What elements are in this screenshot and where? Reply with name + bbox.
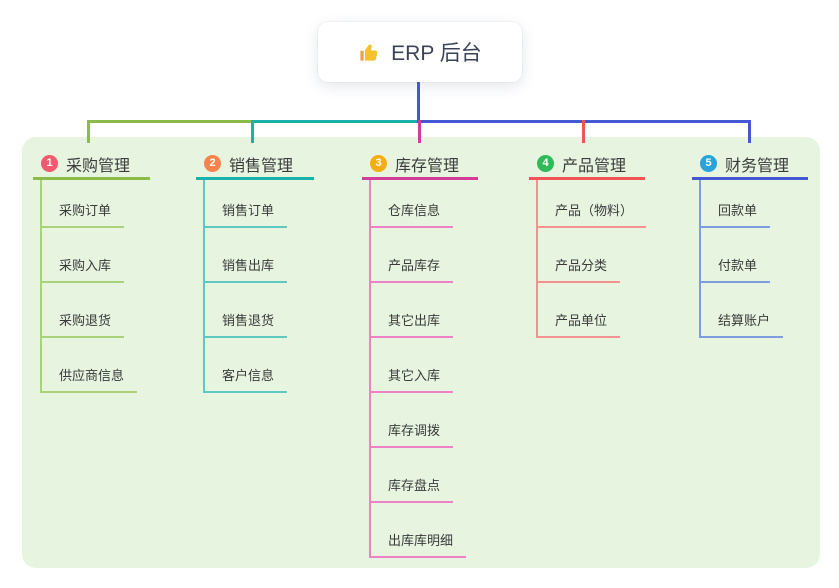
child-node[interactable]: 产品库存 [371,255,454,283]
child-node[interactable]: 供应商信息 [42,365,138,393]
child-row: 产品库存 [371,228,466,283]
branch-connector-line [87,120,90,143]
branch-title-label: 产品管理 [562,157,627,175]
child-node[interactable]: 采购退货 [42,310,125,338]
branch-title[interactable]: 2 销售管理 [196,150,314,180]
child-node[interactable]: 库存盘点 [371,475,454,503]
branch-children: 产品（物料） 产品分类产品单位 [536,180,647,338]
child-node[interactable]: 产品（物料） [538,200,647,228]
child-node[interactable]: 回款单 [701,200,771,228]
child-row: 产品分类 [538,228,646,283]
connector-line [251,120,420,123]
child-node[interactable]: 采购订单 [42,200,125,228]
mindmap-panel [22,137,820,568]
child-node[interactable]: 销售退货 [205,310,288,338]
child-node[interactable]: 销售出库 [205,255,288,283]
branch-number-badge: 4 [537,155,554,172]
child-node[interactable]: 产品分类 [538,255,621,283]
branch-number-badge: 3 [370,155,387,172]
branch-connector-line [251,120,254,143]
child-row: 销售订单 [205,180,288,228]
child-row: 其它入库 [371,338,466,393]
child-node[interactable]: 结算账户 [701,310,784,338]
branch: 4 产品管理产品（物料） 产品分类产品单位 [529,150,647,338]
branch-title-label: 销售管理 [229,157,294,175]
child-row: 出库库明细 [371,503,467,558]
child-node[interactable]: 仓库信息 [371,200,454,228]
child-node[interactable]: 库存调拨 [371,420,454,448]
child-row: 库存调拨 [371,393,466,448]
branch-title-label: 财务管理 [725,157,790,175]
child-row: 结算账户 [701,283,784,338]
branch-connector-line [582,120,585,143]
thumbs-up-icon [358,41,381,64]
child-node[interactable]: 出库库明细 [371,530,467,558]
child-row: 付款单 [701,228,783,283]
branch-title-label: 采购管理 [66,157,131,175]
branch: 3 库存管理仓库信息产品库存其它出库其它入库库存调拨库存盘点出库库明细 [362,150,478,558]
child-row: 产品单位 [538,283,646,338]
root-node[interactable]: ERP 后台 [318,22,522,82]
branch-children: 仓库信息产品库存其它出库其它入库库存调拨库存盘点出库库明细 [369,180,467,558]
branch-title[interactable]: 3 库存管理 [362,150,478,180]
child-row: 其它出库 [371,283,466,338]
branch-title[interactable]: 5 财务管理 [692,150,808,180]
child-row: 回款单 [701,180,783,228]
child-row: 销售出库 [205,228,288,283]
branch-children: 回款单付款单结算账户 [699,180,784,338]
child-row: 产品（物料） [538,180,647,228]
child-row: 采购入库 [42,228,137,283]
child-row: 库存盘点 [371,448,466,503]
child-row: 仓库信息 [371,180,466,228]
branch-children: 采购订单采购入库采购退货供应商信息 [40,180,138,393]
child-row: 销售退货 [205,283,288,338]
child-node[interactable]: 产品单位 [538,310,621,338]
root-label: ERP 后台 [391,42,482,65]
child-node[interactable]: 其它出库 [371,310,454,338]
branch-number-badge: 2 [204,155,221,172]
branch-title[interactable]: 1 采购管理 [33,150,150,180]
branch-number-badge: 5 [700,155,717,172]
branch-children: 销售订单销售出库销售退货客户信息 [203,180,288,393]
branch-connector-line [748,120,751,143]
child-row: 客户信息 [205,338,288,393]
child-node[interactable]: 销售订单 [205,200,288,228]
branch: 5 财务管理回款单付款单结算账户 [692,150,808,338]
child-row: 供应商信息 [42,338,138,393]
branch-connector-line [418,120,421,143]
root-connector-line [417,82,420,122]
branch: 1 采购管理采购订单采购入库采购退货供应商信息 [33,150,150,393]
branch-title[interactable]: 4 产品管理 [529,150,645,180]
child-node[interactable]: 其它入库 [371,365,454,393]
child-row: 采购订单 [42,180,137,228]
branch-number-badge: 1 [41,155,58,172]
branch: 2 销售管理销售订单销售出库销售退货客户信息 [196,150,314,393]
connector-line [87,120,254,123]
child-row: 采购退货 [42,283,137,338]
child-node[interactable]: 付款单 [701,255,771,283]
child-node[interactable]: 客户信息 [205,365,288,393]
branch-title-label: 库存管理 [395,157,460,175]
child-node[interactable]: 采购入库 [42,255,125,283]
